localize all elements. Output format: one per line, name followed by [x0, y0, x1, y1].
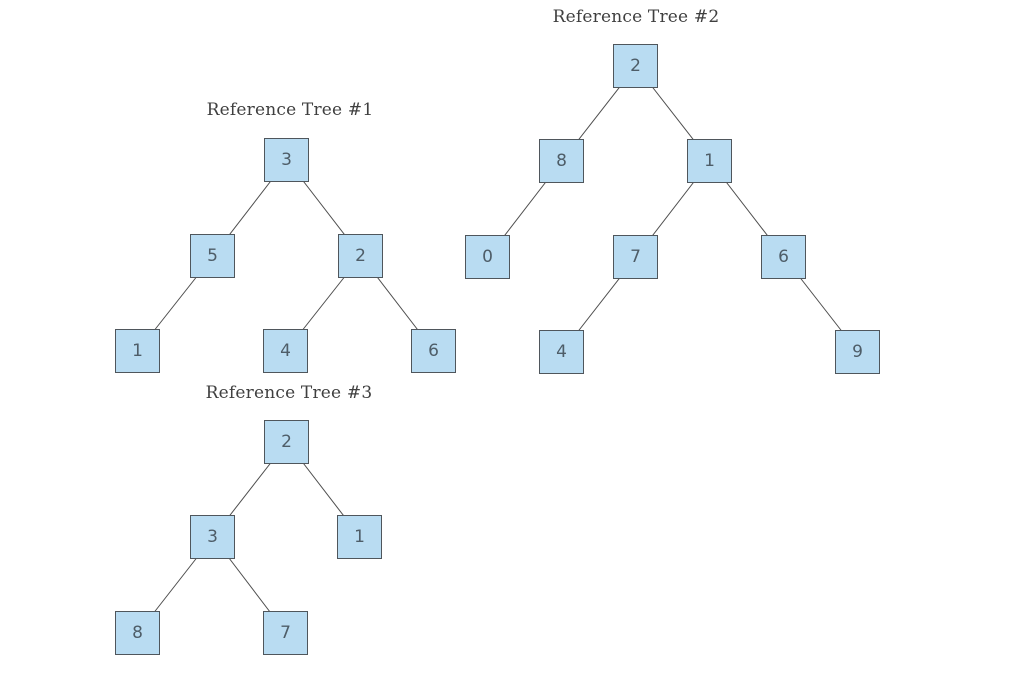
tree-2-node-1: 1: [687, 138, 732, 183]
tree-1-node-3: 3: [264, 137, 309, 182]
tree-3-node-2: 2: [264, 419, 309, 464]
tree-2-node-4: 4: [539, 329, 584, 374]
tree-2-node-9: 9: [835, 329, 880, 374]
tree-3-node-8: 8: [115, 610, 160, 655]
tree2-title: Reference Tree #2: [552, 7, 720, 27]
tree-1-node-2: 2: [338, 233, 383, 278]
tree-1-node-1: 1: [115, 328, 160, 373]
tree-3-node-1: 1: [337, 514, 382, 559]
tree-2-node-2: 2: [613, 43, 658, 88]
tree-2-node-6: 6: [761, 234, 806, 279]
tree-2-node-0: 0: [465, 234, 510, 279]
tree-3-node-7: 7: [263, 610, 308, 655]
tree-3-node-3: 3: [190, 514, 235, 559]
tree-1-node-6: 6: [411, 328, 456, 373]
tree-2-node-7: 7: [613, 234, 658, 279]
tree-1-node-4: 4: [263, 328, 308, 373]
tree3-title: Reference Tree #3: [205, 383, 373, 403]
tree1-title: Reference Tree #1: [206, 100, 374, 120]
tree-2-node-8: 8: [539, 138, 584, 183]
tree-1-node-5: 5: [190, 233, 235, 278]
